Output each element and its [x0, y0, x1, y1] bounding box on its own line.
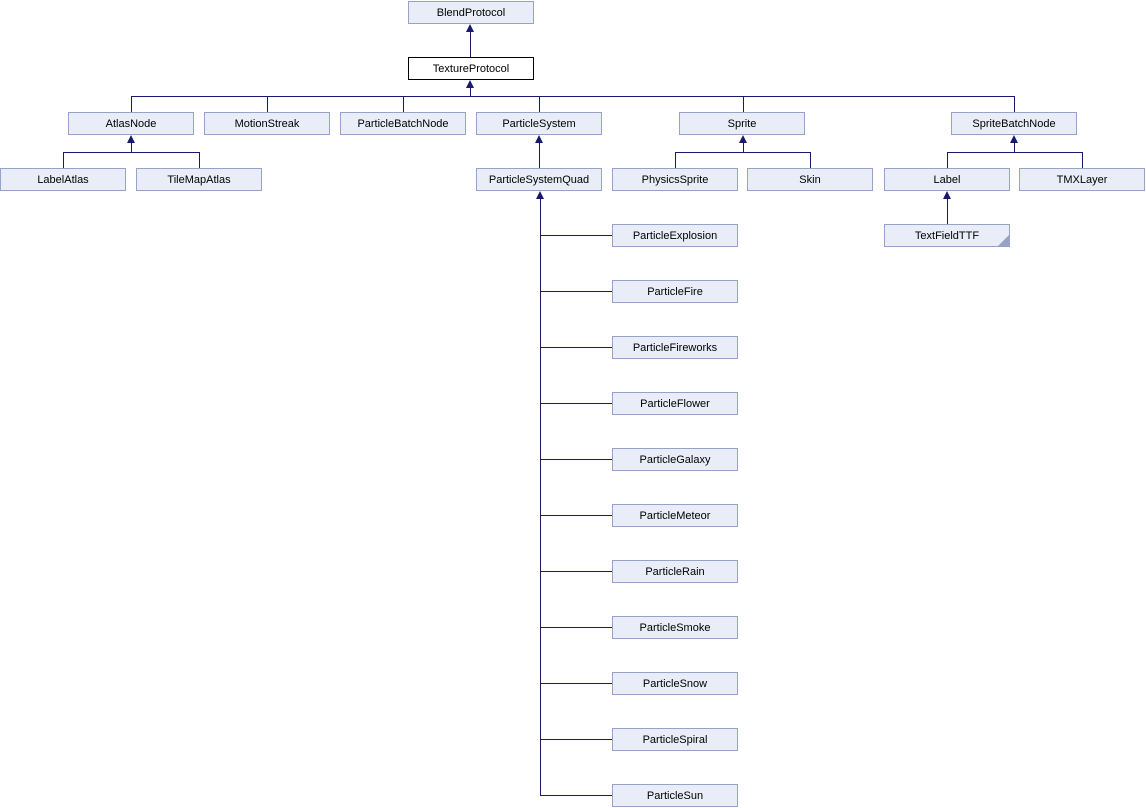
node-particle-flower[interactable]: ParticleFlower — [612, 392, 738, 415]
node-texture-protocol[interactable]: TextureProtocol — [408, 57, 534, 80]
arrowhead-up-icon — [739, 135, 747, 143]
node-particle-meteor[interactable]: ParticleMeteor — [612, 504, 738, 527]
edge-branch-particlegalaxy — [540, 459, 612, 460]
edge-stub-spritebatchnode — [1014, 96, 1015, 112]
edge-stub-motionstreak — [267, 96, 268, 112]
edge-textfieldttf-label — [947, 198, 948, 224]
node-tmx-layer[interactable]: TMXLayer — [1019, 168, 1145, 191]
edge-branch-particlefireworks — [540, 347, 612, 348]
node-blend-protocol[interactable]: BlendProtocol — [408, 1, 534, 24]
node-particle-system-quad[interactable]: ParticleSystemQuad — [476, 168, 602, 191]
edge-stub-sprite — [743, 96, 744, 112]
edge-rake-atlasnode-bar — [63, 152, 199, 153]
edge-branch-particleexplosion — [540, 235, 612, 236]
arrowhead-up-icon — [466, 80, 474, 88]
edge-rake-spritebatchnode-stem — [1014, 142, 1015, 152]
edge-textureprotocol-blendprotocol — [470, 31, 471, 57]
arrowhead-up-icon — [1010, 135, 1018, 143]
edge-rake-spritebatchnode-bar — [947, 152, 1082, 153]
arrowhead-up-icon — [535, 135, 543, 143]
edge-branch-particlemeteor — [540, 515, 612, 516]
edge-rake-sprite-bar — [675, 152, 810, 153]
node-particle-batch-node[interactable]: ParticleBatchNode — [340, 112, 466, 135]
node-particle-system[interactable]: ParticleSystem — [476, 112, 602, 135]
arrowhead-up-icon — [466, 24, 474, 32]
edge-stub-tmxlayer — [1082, 152, 1083, 168]
arrowhead-up-icon — [127, 135, 135, 143]
node-sprite[interactable]: Sprite — [679, 112, 805, 135]
edge-branch-particlesmoke — [540, 627, 612, 628]
edge-stub-skin — [810, 152, 811, 168]
node-motion-streak[interactable]: MotionStreak — [204, 112, 330, 135]
node-text-field-ttf[interactable]: TextFieldTTF — [884, 224, 1010, 247]
edge-stub-label — [947, 152, 948, 168]
edge-stub-physicssprite — [675, 152, 676, 168]
node-particle-sun[interactable]: ParticleSun — [612, 784, 738, 807]
node-particle-explosion[interactable]: ParticleExplosion — [612, 224, 738, 247]
edge-branch-particlefire — [540, 291, 612, 292]
edge-rake-atlasnode-stem — [131, 142, 132, 152]
edge-branch-particlesnow — [540, 683, 612, 684]
edge-branch-particlespiral — [540, 739, 612, 740]
edge-stub-particlebatchnode — [403, 96, 404, 112]
edge-branch-particlerain — [540, 571, 612, 572]
edge-rake-textureprotocol-bar — [131, 96, 1015, 97]
node-skin[interactable]: Skin — [747, 168, 873, 191]
node-particle-smoke[interactable]: ParticleSmoke — [612, 616, 738, 639]
edge-stub-labelatlas — [63, 152, 64, 168]
edge-stub-atlasnode — [131, 96, 132, 112]
node-particle-fire[interactable]: ParticleFire — [612, 280, 738, 303]
edge-stub-particlesystem — [539, 96, 540, 112]
arrowhead-up-icon — [536, 191, 544, 199]
truncated-corner-icon — [998, 235, 1009, 246]
edge-branch-particlesun — [540, 795, 612, 796]
edge-branch-particleflower — [540, 403, 612, 404]
node-sprite-batch-node[interactable]: SpriteBatchNode — [951, 112, 1077, 135]
node-particle-spiral[interactable]: ParticleSpiral — [612, 728, 738, 751]
edge-rake-textureprotocol-stem — [470, 87, 471, 96]
node-atlas-node[interactable]: AtlasNode — [68, 112, 194, 135]
edge-particlesystemquad-particlesystem — [539, 142, 540, 168]
node-particle-galaxy[interactable]: ParticleGalaxy — [612, 448, 738, 471]
node-particle-rain[interactable]: ParticleRain — [612, 560, 738, 583]
edge-stub-tilemapatlas — [199, 152, 200, 168]
node-physics-sprite[interactable]: PhysicsSprite — [612, 168, 738, 191]
edge-rake-sprite-stem — [743, 142, 744, 152]
edge-trunk-particlesystemquad — [540, 198, 541, 795]
node-label[interactable]: Label — [884, 168, 1010, 191]
node-tile-map-atlas[interactable]: TileMapAtlas — [136, 168, 262, 191]
node-particle-fireworks[interactable]: ParticleFireworks — [612, 336, 738, 359]
node-label-atlas[interactable]: LabelAtlas — [0, 168, 126, 191]
arrowhead-up-icon — [943, 191, 951, 199]
node-label-text: TextFieldTTF — [914, 229, 980, 242]
node-particle-snow[interactable]: ParticleSnow — [612, 672, 738, 695]
